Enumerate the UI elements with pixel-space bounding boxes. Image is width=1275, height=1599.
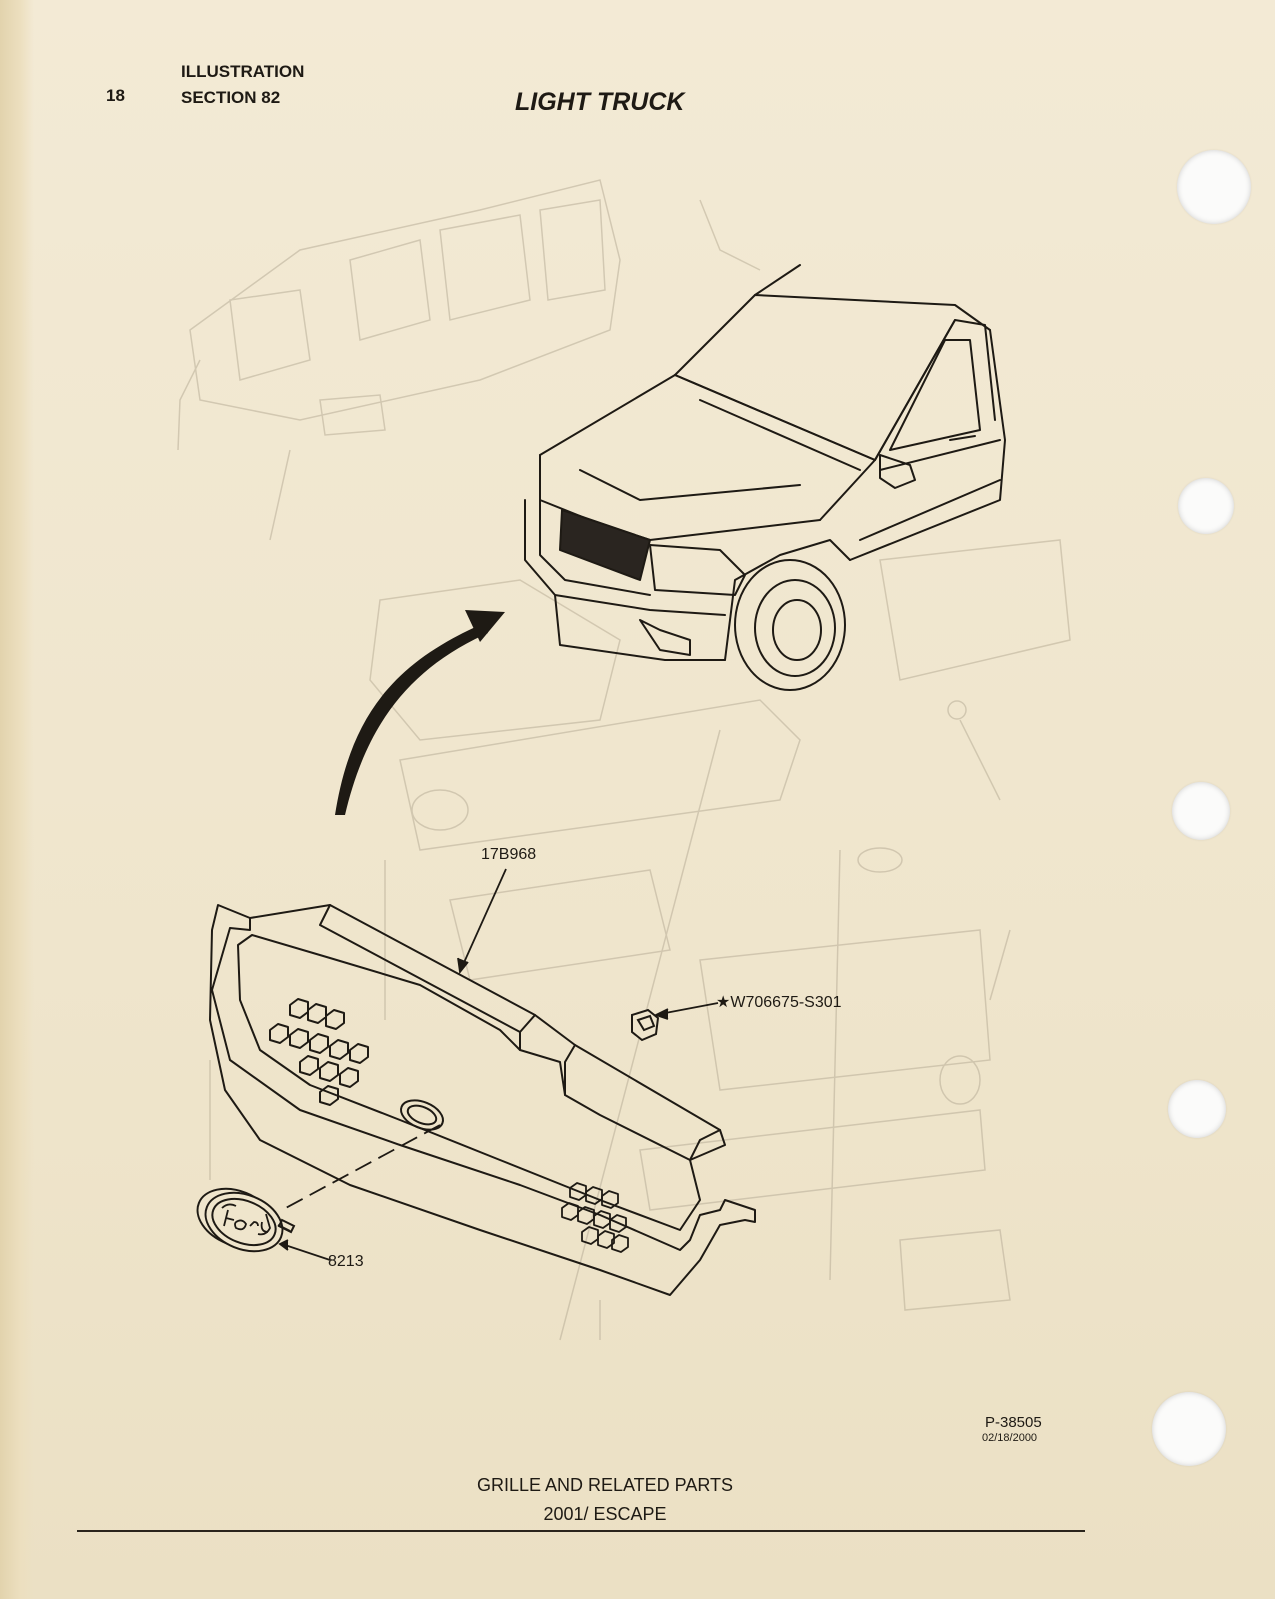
page-number: 18	[106, 86, 125, 105]
clip-fastener	[631, 1008, 660, 1042]
grille-assembly	[209, 904, 756, 1296]
binder-hole	[1172, 782, 1230, 840]
footer-caption: GRILLE AND RELATED PARTS	[476, 1475, 734, 1495]
illustration-reference-number: P-38505	[985, 1414, 1042, 1431]
ford-emblem	[196, 1187, 296, 1253]
illustration-label: ILLUSTRATION	[181, 62, 305, 81]
direction-arrow	[335, 610, 505, 815]
binder-hole	[1177, 150, 1251, 224]
binder-hole	[1178, 478, 1234, 534]
grille-part-number: 17B968	[481, 846, 537, 863]
clip-part-number: ★W706675-S301	[716, 994, 842, 1011]
binder-hole	[1152, 1392, 1226, 1466]
leader-lines	[278, 868, 719, 1261]
emblem-part-number: 8213	[328, 1253, 364, 1270]
footer-divider	[77, 1530, 1085, 1532]
section-label: SECTION 82	[181, 88, 281, 107]
vehicle-illustration	[524, 264, 1006, 691]
page-title: LIGHT TRUCK	[515, 88, 685, 116]
binder-hole	[1168, 1080, 1226, 1138]
honeycomb-pattern	[269, 998, 369, 1106]
illustration-reference-date: 02/18/2000	[982, 1432, 1038, 1444]
footer-model: 2001/ ESCAPE	[543, 1504, 667, 1524]
honeycomb-pattern	[561, 1182, 629, 1253]
